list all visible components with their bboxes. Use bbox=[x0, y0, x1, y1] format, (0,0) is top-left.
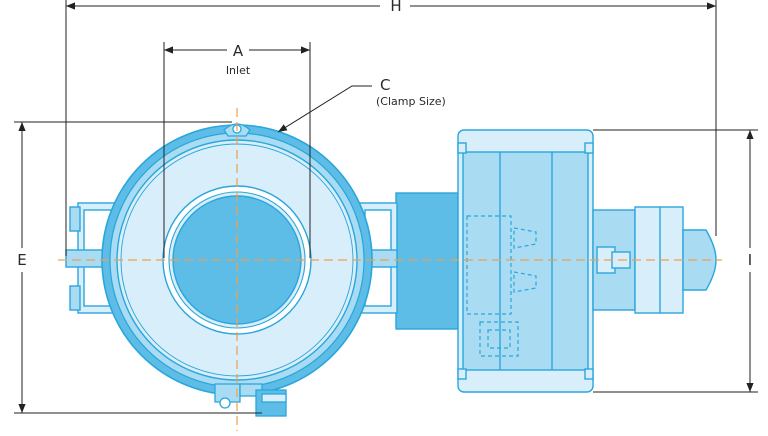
label-i: I bbox=[748, 251, 752, 269]
coupling-block bbox=[395, 192, 459, 330]
end-cap bbox=[682, 229, 717, 291]
center-lines bbox=[58, 108, 722, 431]
valve-body bbox=[101, 124, 373, 396]
dimension-lines bbox=[14, 0, 758, 414]
label-a: A bbox=[233, 42, 244, 60]
label-c: C bbox=[380, 76, 390, 94]
label-h: H bbox=[390, 0, 401, 15]
actuator-face bbox=[462, 151, 589, 371]
actuator-assembly bbox=[395, 129, 717, 393]
label-inlet: Inlet bbox=[226, 64, 251, 77]
label-clamp-size: (Clamp Size) bbox=[376, 95, 446, 108]
label-e: E bbox=[17, 251, 26, 269]
